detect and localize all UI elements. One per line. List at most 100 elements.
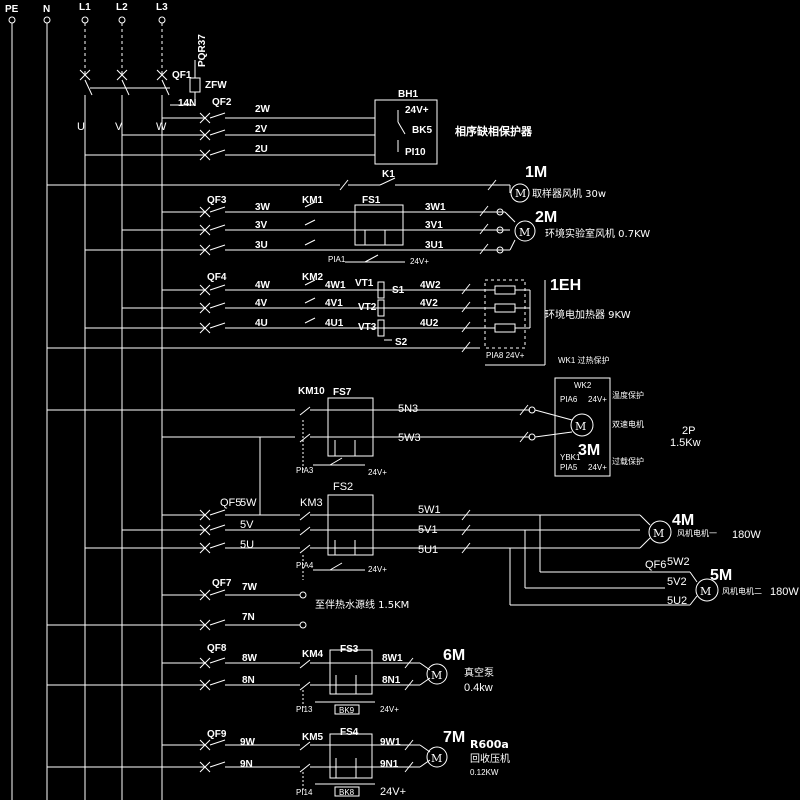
wire-8w: 8W	[242, 653, 258, 664]
wire-4w2: 4W2	[420, 280, 441, 291]
motor-1m	[510, 183, 530, 203]
wire-3u1: 3U1	[425, 240, 444, 251]
motor-3m	[570, 413, 594, 437]
motor-4m-note: 风机电机一	[677, 528, 717, 538]
s2-label: S2	[395, 337, 408, 348]
bh1-24v: 24V+	[405, 105, 429, 116]
wire-5n3: 5N3	[398, 403, 418, 415]
eh-section: QF4 4W 4V 4U KM2 4W1 4V1 4U1 VT1 VT2 VT3…	[47, 272, 631, 366]
wire-4u: 4U	[255, 318, 268, 329]
ybk-label: YBK1	[560, 453, 581, 462]
km5-label: KM5	[302, 732, 324, 743]
vt2-label: VT2	[358, 302, 377, 313]
wire-7w: 7W	[242, 582, 258, 593]
motor-7m-model: R600a	[470, 738, 509, 751]
wk2-label: WK2	[574, 381, 592, 390]
motor-2m-id: 2M	[535, 209, 557, 226]
fs1-box	[354, 204, 404, 246]
motor-3m-symbol: M	[575, 420, 586, 433]
wire-3w: 3W	[255, 202, 271, 213]
vt1-label: VT1	[355, 278, 374, 289]
zfw-box	[189, 77, 201, 93]
wire-2w: 2W	[255, 104, 271, 115]
motor-7m	[426, 746, 448, 768]
qf1-switch-marks	[79, 69, 168, 81]
pia5-24v: 24V+	[588, 463, 607, 472]
vt3-label: VT3	[358, 322, 377, 333]
km4-label: KM4	[302, 649, 324, 660]
motor-6m-desc: 真空泵	[464, 666, 494, 679]
fs3-label: FS3	[340, 644, 359, 655]
pi14-24v: 24V+	[380, 786, 406, 798]
wire-4v2: 4V2	[420, 298, 438, 309]
motor-5m-symbol: M	[700, 585, 711, 598]
wire-5u1: 5U1	[418, 544, 438, 556]
qf4-label: QF4	[207, 272, 227, 283]
qf2-label: QF2	[212, 97, 232, 108]
pqr-label: PQR37	[197, 34, 208, 67]
wire-5w2: 5W2	[667, 556, 690, 568]
qf7-label: QF7	[212, 578, 232, 589]
qf6-label: QF6	[645, 559, 666, 571]
wire-7n: 7N	[242, 612, 255, 623]
km3-label: KM3	[300, 497, 323, 509]
motor-6m	[426, 663, 448, 685]
pia4-label: PIA4	[296, 561, 314, 570]
motor-7m-desc: 回收压机	[470, 752, 510, 765]
wire-9w1: 9W1	[380, 737, 401, 748]
km1-label: KM1	[302, 195, 324, 206]
phase-w-label: W	[156, 121, 167, 133]
km10-label: KM10	[298, 386, 325, 397]
heat-trace-desc: 至伴热水源线 1.5KM	[315, 598, 409, 611]
pia3-24v: 24V+	[368, 468, 387, 477]
wire-3v: 3V	[255, 220, 268, 231]
motor-5m-id: 5M	[710, 567, 732, 584]
qf1-label: QF1	[172, 70, 192, 81]
bh1-pi10: PI10	[405, 147, 426, 158]
motor-1m-id: 1M	[525, 164, 547, 181]
zfw-label: ZFW	[205, 80, 227, 91]
wire-9n1: 9N1	[380, 759, 399, 770]
wire-5u2: 5U2	[667, 595, 687, 607]
km2-label: KM2	[302, 272, 324, 283]
heater-element-1	[494, 285, 516, 295]
motor-3m-id: 3M	[578, 442, 600, 459]
fs2-label: FS2	[333, 481, 353, 493]
m7-section: QF9 9W 9N KM5 FS4 9W1 9N1 M 7M R600a 回收压…	[47, 727, 510, 798]
m1-section: K1 M 1M 取样器风机 30w	[47, 164, 606, 203]
bus-label-n: N	[43, 4, 50, 15]
fs1-label: FS1	[362, 195, 381, 206]
m6-resistor-label: BK9	[339, 706, 355, 715]
wire-4v1: 4V1	[325, 298, 343, 309]
motor-5m-note: 风机电机二	[722, 586, 762, 596]
phase-u-label: U	[77, 121, 85, 133]
speed-note: 双速电机	[612, 419, 644, 429]
bh1-section: QF2 2W 2V 2U BH1 24V+ BK5 PI10 相序缺相保护器	[85, 89, 533, 165]
terminal-pe	[8, 16, 16, 24]
wire-5w: 5W	[240, 497, 257, 509]
wire-2v: 2V	[255, 124, 268, 135]
motor-6m-power: 0.4kw	[464, 682, 493, 694]
heater-id: 1EH	[550, 277, 581, 294]
wire-4w1: 4W1	[325, 280, 346, 291]
wire-5v2: 5V2	[667, 576, 687, 588]
pi13-24v: 24V+	[380, 705, 399, 714]
m7-resistor-label: BK8	[339, 788, 355, 797]
wire-9w: 9W	[240, 737, 256, 748]
pi14-label: PI14	[296, 788, 313, 797]
main-breaker-qf1: PQR37 QF1 ZFW 14N	[170, 34, 227, 109]
motor-3m-power: 1.5Kw	[670, 437, 701, 449]
qf3-label: QF3	[207, 195, 227, 206]
bh1-title: BH1	[398, 89, 418, 100]
motor-1m-symbol: M	[515, 187, 526, 200]
heater-element-3	[494, 323, 516, 333]
bus-label-pe: PE	[5, 4, 19, 15]
motor-2m-symbol: M	[519, 226, 530, 239]
wire-3u: 3U	[255, 240, 268, 251]
pia3-label: PIA3	[296, 466, 314, 475]
k1-label: K1	[382, 169, 395, 180]
qf2-marks	[199, 112, 211, 161]
motor-4m-id: 4M	[672, 512, 694, 529]
motor-7m-id: 7M	[443, 729, 465, 746]
